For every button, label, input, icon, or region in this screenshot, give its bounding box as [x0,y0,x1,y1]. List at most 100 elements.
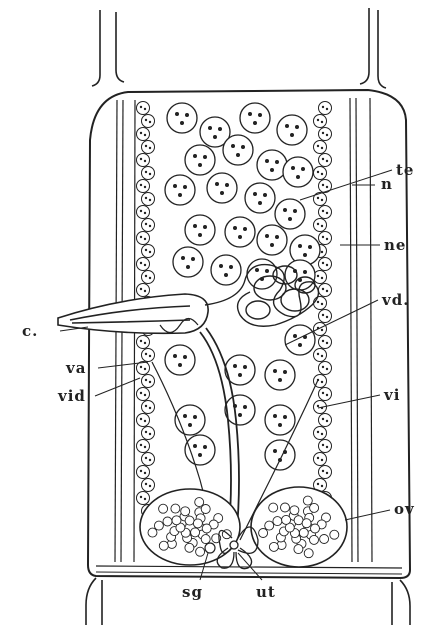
label-n: n [381,175,393,193]
nucleus-dot [145,197,147,199]
ovary-cell [273,517,282,526]
nucleus-dot [145,119,147,121]
nucleus-dot [140,262,142,264]
nucleus-dot [321,199,323,201]
nucleus-dot [224,273,228,277]
nucleus-dot [215,182,219,186]
nucleus-dot [140,418,142,420]
nucleus-dot [258,201,262,205]
nucleus-dot [175,112,179,116]
ovary-cell [294,545,303,554]
vitelline-cell [142,271,155,284]
nucleus-dot [322,366,324,368]
nucleus-dot [144,472,146,474]
label-vid: vid [57,387,86,405]
nucleus-dot [183,355,187,359]
nucleus-dot [149,173,151,175]
nucleus-dot [322,314,324,316]
vitelline-cell [319,284,332,297]
nucleus-dot [270,243,274,247]
vitelline-cell [142,479,155,492]
nucleus-dot [149,251,151,253]
testis [207,173,237,203]
nucleus-dot [317,431,319,433]
nucleus-dot [173,354,177,358]
vitelline-cell [314,323,327,336]
nucleus-dot [321,251,323,253]
nucleus-dot [321,485,323,487]
label-te: te [396,161,414,179]
nucleus-dot [149,199,151,201]
vitelline-cell [137,388,150,401]
nucleus-dot [273,369,277,373]
nucleus-dot [322,132,324,134]
nucleus-dot [322,236,324,238]
nucleus-dot [208,126,212,130]
vitelline-cell [319,102,332,115]
vitelline-cell [137,466,150,479]
nucleus-dot [253,192,257,196]
nucleus-dot [144,134,146,136]
testis [265,440,295,470]
ovary-cell [299,528,308,537]
testis [165,345,195,375]
nucleus-dot [326,394,328,396]
label-vd: vd. [381,291,409,309]
nucleus-dot [326,368,328,370]
nucleus-dot [243,405,247,409]
testis [173,247,203,277]
vitelline-cell [142,375,155,388]
vitelline-cell [319,206,332,219]
vitelline-cell [142,453,155,466]
vitelline-cell [319,154,332,167]
nucleus-dot [144,160,146,162]
vitelline-cell [319,362,332,375]
vitelline-cell [319,466,332,479]
nucleus-dot [321,433,323,435]
label-ne: ne [384,236,406,254]
nucleus-dot [321,147,323,149]
vitelline-cell [142,427,155,440]
vitelline-cell [314,115,327,128]
ovary-cell [269,542,278,551]
ovary-cell [290,506,299,515]
nucleus-dot [326,134,328,136]
nucleus-dot [322,158,324,160]
vitelline-cell [319,388,332,401]
testis [283,157,313,187]
nucleus-dot [265,234,269,238]
nucleus-dot [198,163,202,167]
nucleus-dot [145,275,147,277]
vitelline-cell [314,453,327,466]
ovary-cell [330,530,339,539]
nucleus-dot [193,415,197,419]
nucleus-dot [298,244,302,248]
vitelline-cell [137,414,150,427]
nucleus-dot [326,420,328,422]
vitelline-cell [319,414,332,427]
nucleus-dot [241,145,245,149]
nucleus-dot [296,175,300,179]
nucleus-dot [238,235,242,239]
nucleus-dot [144,394,146,396]
nucleus-dot [140,444,142,446]
nucleus-dot [243,227,247,231]
nucleus-dot [321,459,323,461]
ovary-cell [282,515,291,524]
nucleus-dot [185,113,189,117]
vitelline-cell [142,193,155,206]
nucleus-dot [317,483,319,485]
nucleus-dot [186,265,190,269]
nucleus-dot [236,153,240,157]
nucleus-dot [322,106,324,108]
label-c: c. [22,322,38,340]
nucleus-dot [293,334,297,338]
nucleus-dot [253,121,257,125]
vitelline-cell [319,128,332,141]
testis [265,360,295,390]
vitelline-cell [137,492,150,505]
nucleus-dot [231,144,235,148]
ovary-cell [196,547,205,556]
nucleus-dot [188,423,192,427]
vitelline-cell [319,440,332,453]
